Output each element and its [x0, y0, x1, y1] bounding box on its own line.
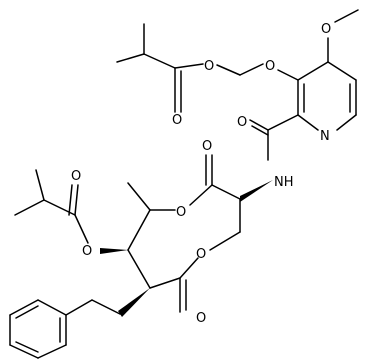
- atom-label-o: O: [196, 247, 206, 262]
- bond: [43, 199, 76, 216]
- bond: [127, 209, 151, 251]
- bond: [15, 341, 39, 353]
- bond: [14, 199, 45, 216]
- bond: [267, 114, 299, 131]
- atom-label-o: O: [82, 244, 92, 259]
- atom-label-o: O: [321, 22, 331, 37]
- bond: [239, 63, 264, 76]
- atom-label-n: N: [320, 129, 330, 144]
- bond: [189, 184, 213, 206]
- atom-label-o: O: [172, 113, 182, 128]
- left-isobutyryl-group: [14, 169, 128, 254]
- bond: [37, 299, 67, 316]
- bond: [91, 299, 121, 315]
- bond: [211, 184, 241, 200]
- atom-label-nh: NH: [274, 175, 294, 190]
- bond: [9, 299, 39, 316]
- atom-label-o: O: [71, 169, 81, 184]
- bond: [149, 277, 181, 289]
- bond: [68, 184, 73, 216]
- bond: [249, 119, 269, 131]
- bond: [297, 114, 319, 131]
- bond: [9, 344, 39, 359]
- top-isobutyryl-group: [116, 23, 204, 113]
- amide-group: [249, 114, 299, 161]
- benzyl-group: [91, 288, 150, 317]
- bond: [127, 182, 151, 211]
- dilactone-ring: [127, 154, 273, 313]
- atom-label-o: O: [265, 59, 275, 74]
- bond: [216, 64, 241, 76]
- wedge-bond: [118, 288, 150, 317]
- bond: [251, 125, 269, 136]
- bond: [74, 214, 89, 244]
- benzene-ring: [9, 299, 93, 359]
- atom-label-o: O: [204, 59, 214, 74]
- bond: [179, 257, 199, 279]
- atom-label-o: O: [202, 139, 212, 154]
- bond: [143, 53, 176, 69]
- bond: [297, 61, 329, 81]
- bond: [277, 69, 299, 81]
- acetal-linker: [216, 63, 264, 76]
- bond: [327, 61, 357, 81]
- bond: [336, 114, 357, 131]
- bond: [127, 249, 151, 289]
- bond: [209, 231, 241, 251]
- bond: [37, 344, 67, 359]
- wedge-bond: [240, 180, 273, 202]
- bond: [65, 299, 93, 316]
- bond: [116, 53, 145, 63]
- bond: [174, 63, 204, 69]
- wedge-bond: [100, 248, 128, 254]
- bond: [15, 305, 39, 319]
- bond: [334, 9, 359, 23]
- atom-label-o: O: [237, 115, 247, 130]
- pyridine-ring: [297, 37, 357, 131]
- atom-label-o: O: [196, 311, 206, 326]
- bond: [74, 184, 79, 216]
- bond: [35, 169, 45, 201]
- atom-label-o: O: [176, 205, 186, 220]
